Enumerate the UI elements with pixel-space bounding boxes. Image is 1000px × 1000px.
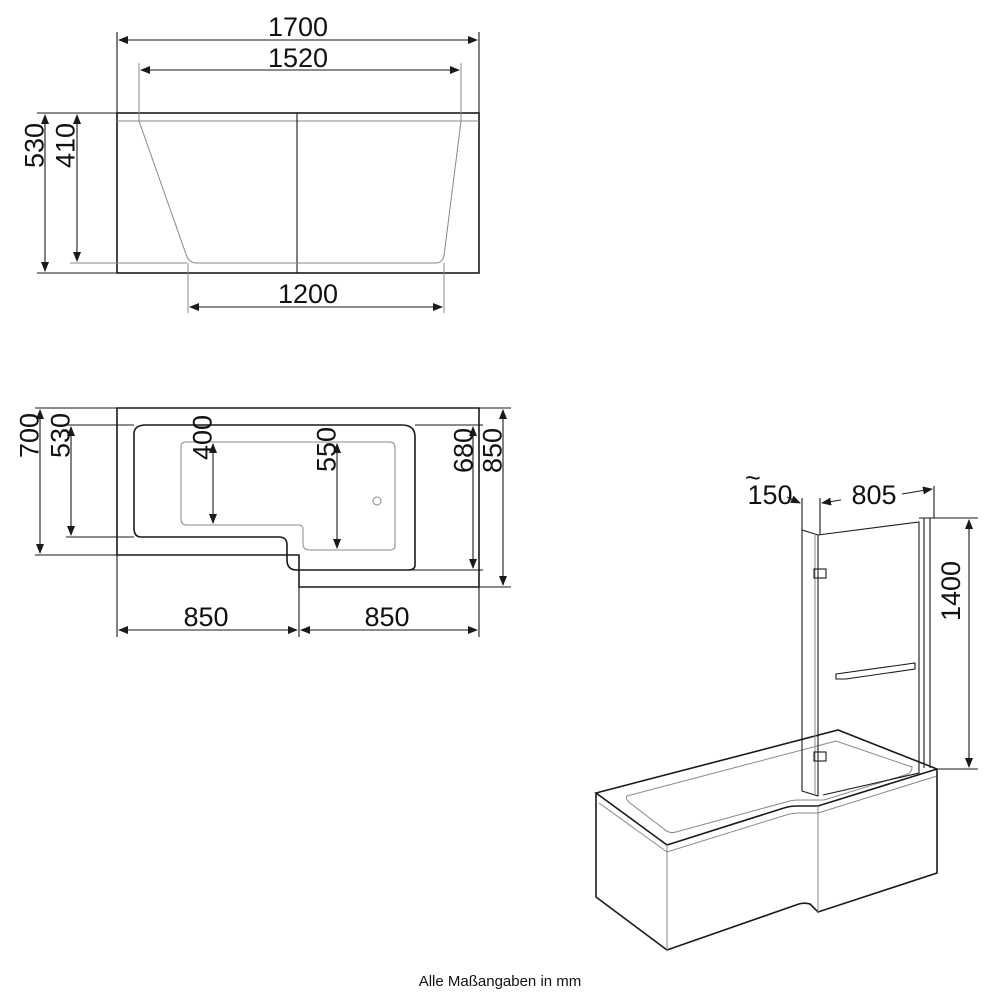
top-view-outline	[116, 407, 480, 588]
hinge-top	[813, 568, 827, 579]
iso-tub-basin	[625, 740, 913, 834]
side-view-inner-basin	[138, 120, 462, 264]
dim-length-left-section-label: 850	[183, 602, 228, 632]
top-view: 700 530 400 550 680 850 850 850	[14, 407, 511, 637]
dim-line-door-panel-left	[821, 497, 842, 506]
dim-basin-width-right-label: 550	[311, 427, 341, 472]
dim-overall-width-right-label: 850	[477, 428, 507, 473]
iso-tub-top-rim	[594, 729, 940, 846]
side-view-outline	[116, 112, 480, 274]
dim-length-right-section-label: 850	[364, 602, 409, 632]
top-view-basin	[180, 441, 396, 551]
dim-basin-width-left-label: 400	[187, 415, 217, 460]
dim-hinge-panel-width-prefix: ~	[745, 463, 761, 493]
dim-screen-height-label: 1400	[936, 561, 966, 621]
dim-inner-depth-label: 410	[50, 123, 80, 168]
dim-overall-width-left-label: 700	[14, 413, 44, 458]
iso-hinge-panel	[801, 529, 819, 797]
dim-inner-rim-length-label: 1520	[268, 43, 328, 73]
iso-towel-rail	[835, 662, 916, 680]
side-view: 1700 1520 1200 530 410	[19, 12, 480, 313]
dim-door-panel-width-label: 805	[851, 480, 896, 510]
units-footnote: Alle Maßangaben in mm	[419, 973, 582, 990]
dim-inner-width-left-label: 530	[45, 413, 75, 458]
dim-overall-length-label: 1700	[268, 12, 328, 42]
dim-total-height-label: 530	[19, 123, 49, 168]
dim-line-door-panel-right	[901, 486, 933, 495]
hinge-bottom	[813, 751, 827, 762]
dim-inner-width-right-label: 680	[448, 428, 478, 473]
iso-tub-front-panel	[595, 769, 938, 951]
dim-hinge-panel-width-label: 150	[747, 480, 792, 510]
drain-hole	[372, 496, 382, 506]
isometric-view: ~ 150 805 1400	[594, 463, 978, 951]
dim-bottom-length-label: 1200	[278, 279, 338, 309]
top-view-rim-inner-edge	[133, 424, 416, 571]
iso-door-panel	[817, 521, 920, 796]
